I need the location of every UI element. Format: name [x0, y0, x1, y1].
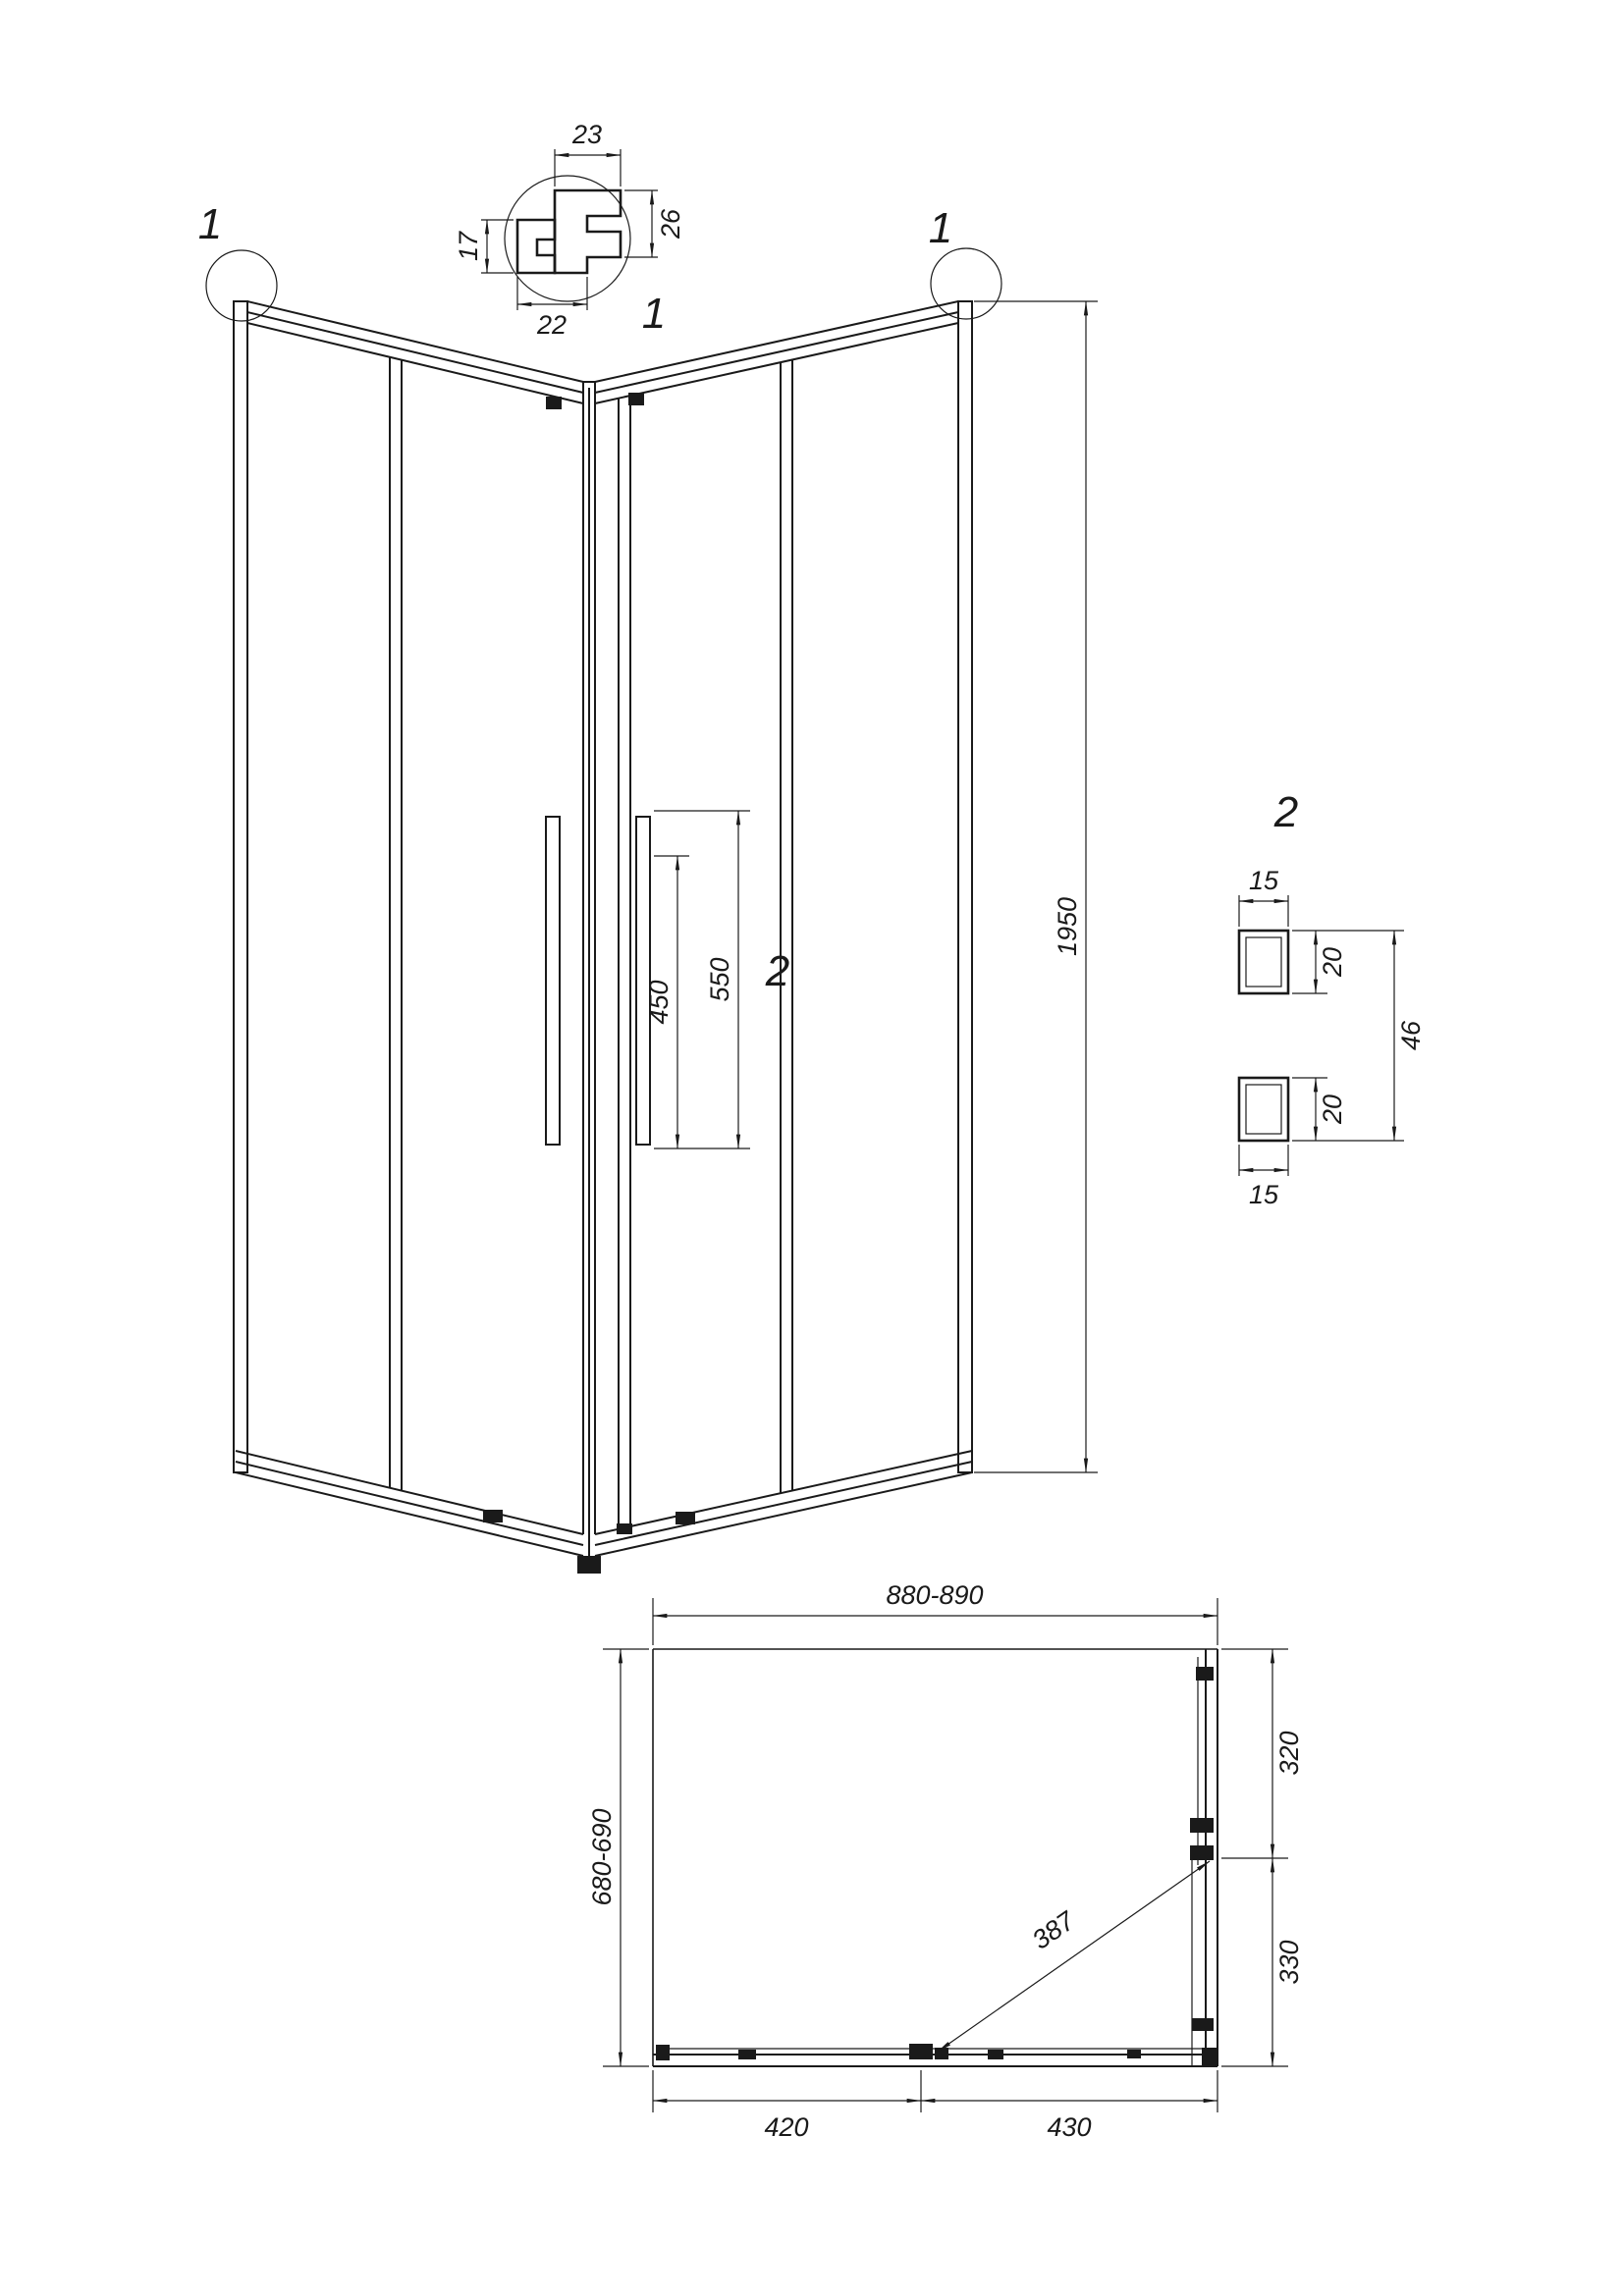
dim-330: 330	[1221, 1857, 1304, 2067]
dim-label-15-bottom: 15	[1249, 1180, 1279, 1209]
dim-46: 46	[1292, 930, 1426, 1142]
dim-17: 17	[454, 219, 514, 274]
hardware-marks	[483, 393, 695, 1574]
fitting-mark	[1192, 2018, 1214, 2031]
dim-320: 320	[1221, 1648, 1304, 1859]
dim-22: 22	[516, 277, 588, 340]
handle-section-lower-inner	[1245, 1084, 1282, 1135]
fitting-mark	[988, 2050, 1003, 2059]
top-rail-left	[246, 300, 584, 404]
dim-label-550: 550	[705, 957, 734, 1001]
fitting-mark	[656, 2045, 670, 2060]
fitting-mark	[1190, 1818, 1214, 1833]
dim-1950: 1950	[974, 300, 1098, 1473]
guide-mark	[483, 1510, 503, 1522]
fitting-mark	[738, 2050, 756, 2059]
dim-387: 387	[937, 1860, 1211, 2053]
dim-label-17: 17	[454, 231, 483, 261]
rail-detail-label: 1	[642, 290, 666, 338]
door-handle-left	[545, 816, 561, 1146]
guide-mark	[676, 1512, 695, 1524]
handle-detail-label: 2	[765, 947, 789, 995]
handle-section-upper-inner	[1245, 936, 1282, 988]
roller-mark	[628, 393, 644, 405]
dim-680-690: 680-690	[587, 1648, 649, 2067]
dim-420: 420	[652, 2070, 922, 2142]
detail-2-label: 2	[1273, 788, 1298, 836]
left-wall-profile	[233, 300, 248, 1473]
dim-label-430: 430	[1047, 2112, 1091, 2142]
right-wall-profile	[957, 300, 973, 1473]
dim-23: 23	[554, 120, 622, 187]
detail-1-profile-view: 23 17 22 26	[454, 120, 685, 340]
dim-15-bottom: 15	[1238, 1145, 1289, 1209]
roller-mark	[546, 397, 562, 409]
dim-label-387: 387	[1027, 1905, 1081, 1955]
corner-foot	[577, 1556, 601, 1574]
top-rail-right	[594, 300, 959, 404]
dim-label-23: 23	[571, 120, 602, 149]
dim-20-lower: 20	[1292, 1077, 1347, 1142]
dim-880-890: 880-890	[652, 1580, 1218, 1645]
dim-label-1950: 1950	[1053, 897, 1082, 956]
left-door-edges	[389, 357, 403, 1491]
fitting-mark	[1127, 2050, 1141, 2058]
dim-label-450: 450	[644, 980, 674, 1024]
dim-label-26: 26	[656, 208, 685, 240]
dim-label-46: 46	[1396, 1020, 1426, 1050]
rail-profile-inner	[515, 218, 557, 275]
guide-mark	[617, 1523, 632, 1534]
dim-label-20-upper: 20	[1318, 947, 1347, 978]
callout-circle-right	[930, 247, 1002, 320]
dim-label-22: 22	[536, 310, 567, 340]
plan-bottom-glass	[653, 2044, 1217, 2067]
dim-label-320: 320	[1274, 1731, 1304, 1775]
fitting-mark	[1196, 1667, 1214, 1681]
top-plan-view: 387 880-890 680-690 320 330	[587, 1580, 1304, 2142]
fitting-mark	[909, 2044, 933, 2059]
door-handle-right	[635, 816, 651, 1146]
bottom-rail-left	[235, 1450, 584, 1557]
dim-450: 450	[644, 855, 750, 1149]
dim-label-880-890: 880-890	[886, 1580, 983, 1610]
front-elevation-view: 1 1 1 2 1950 450 550	[198, 200, 1098, 1574]
dim-430: 430	[920, 2070, 1218, 2142]
corner-fitting	[1202, 2048, 1217, 2066]
callout-1-right: 1	[929, 204, 952, 252]
handle-section-upper	[1237, 929, 1290, 995]
detail-1-callout-circle	[504, 175, 631, 302]
dim-label-330: 330	[1274, 1940, 1304, 1984]
dim-label-15-top: 15	[1249, 866, 1279, 895]
corner-edge	[582, 381, 596, 1556]
dim-20-upper: 20	[1292, 930, 1404, 994]
dim-26: 26	[624, 189, 685, 258]
rail-profile-outer	[553, 188, 622, 275]
right-door-edges	[618, 359, 793, 1529]
dim-label-420: 420	[764, 2112, 808, 2142]
detail-2-handle-section-view: 2 15 20 46 20	[1237, 788, 1426, 1209]
dim-label-680-690: 680-690	[587, 1808, 617, 1905]
dim-label-20-lower: 20	[1318, 1095, 1347, 1125]
plan-right-glass	[1190, 1649, 1218, 2066]
dim-550: 550	[654, 810, 750, 1149]
fitting-mark	[1190, 1845, 1214, 1860]
callout-1-left: 1	[198, 200, 222, 248]
callout-circle-left	[205, 249, 278, 322]
bottom-rail-right	[594, 1450, 973, 1557]
handle-section-lower	[1237, 1076, 1290, 1143]
dim-15-top: 15	[1238, 866, 1289, 927]
